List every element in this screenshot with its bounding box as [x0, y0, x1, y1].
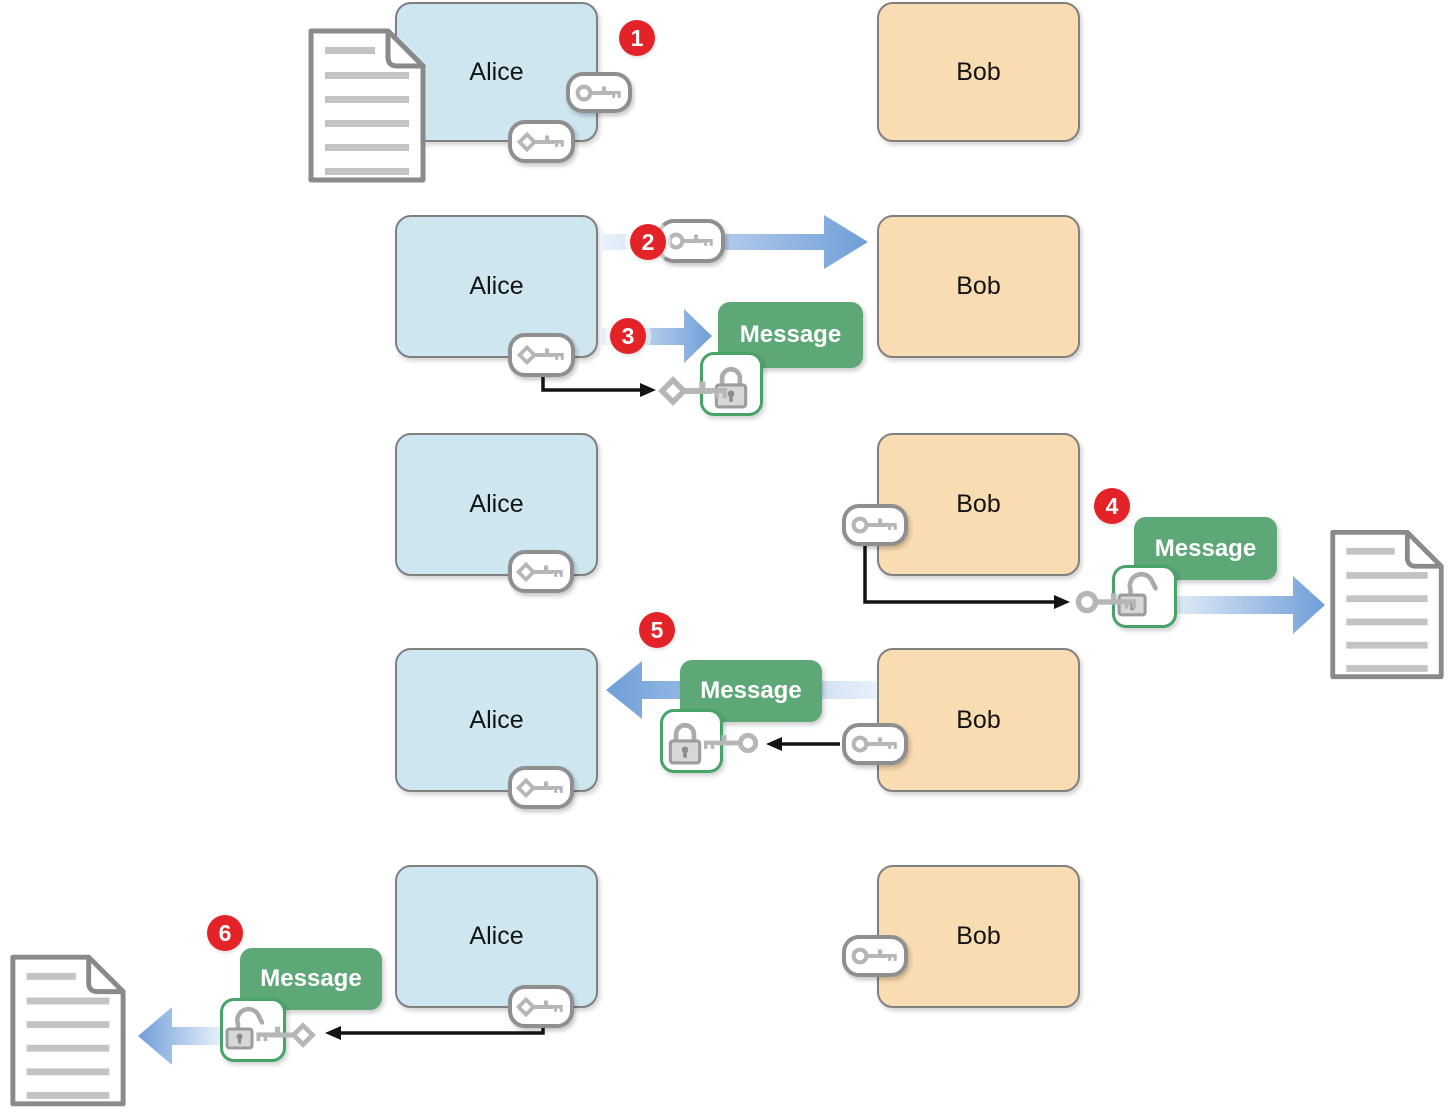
step-badge-6: 6 [207, 915, 243, 951]
document-icon [1325, 525, 1448, 685]
bob-box: Bob [877, 865, 1080, 1008]
public-key-icon [698, 725, 762, 761]
private-key-chip [508, 550, 574, 593]
decrypted-output-arrow-bob [1162, 576, 1325, 634]
public-key-icon [851, 941, 899, 971]
private-key-chip [508, 120, 575, 163]
step-badge-2: 2 [630, 224, 666, 260]
private-key-chip [508, 766, 574, 809]
message-label: Message [700, 677, 802, 704]
alice-label: Alice [469, 272, 524, 300]
public-key-chip [842, 723, 908, 765]
private-key-icon [517, 132, 566, 151]
public-key-chip [566, 72, 632, 113]
public-key-icon [575, 78, 623, 108]
bob-label: Bob [956, 922, 1001, 950]
bob-label: Bob [956, 272, 1001, 300]
public-key-icon [666, 226, 716, 256]
private-key-icon [252, 1016, 316, 1054]
public-key-icon [851, 729, 899, 759]
message-label: Message [739, 321, 842, 348]
private-key-icon [517, 345, 566, 365]
document-icon [303, 27, 430, 185]
step-badge-1: 1 [619, 20, 655, 56]
bob-box: Bob [877, 648, 1080, 792]
public-key-icon [851, 510, 899, 540]
bob-box: Bob [877, 433, 1080, 576]
private-key-chip [508, 985, 574, 1028]
private-key-chip [508, 333, 575, 377]
decrypted-output-arrow-alice [138, 1007, 222, 1065]
private-key-icon [516, 778, 565, 797]
alice-box: Alice [395, 865, 598, 1008]
bob-box: Bob [877, 2, 1080, 142]
message-box: Message [1134, 517, 1277, 580]
public-key-chip [657, 219, 725, 263]
private-key-icon [516, 562, 565, 581]
public-key-icon [1072, 582, 1142, 622]
alice-label: Alice [469, 57, 524, 86]
message-label: Message [1154, 534, 1257, 562]
bob-label: Bob [956, 490, 1001, 518]
alice-label: Alice [469, 922, 524, 950]
step-badge-3: 3 [610, 318, 646, 354]
public-key-chip [842, 504, 908, 546]
bob-public-key-encrypt-arrow [766, 737, 840, 751]
message-label: Message [260, 965, 362, 992]
bob-label: Bob [956, 57, 1001, 86]
alice-label: Alice [469, 705, 524, 734]
alice-private-key-decrypt-arrow [325, 1024, 545, 1040]
alice-private-key-encrypt-arrow [541, 377, 656, 397]
step-badge-5: 5 [639, 612, 675, 648]
private-key-icon [656, 369, 734, 413]
step-badge-4: 4 [1094, 488, 1130, 524]
document-icon [5, 952, 130, 1110]
bob-box: Bob [877, 215, 1080, 358]
bob-label: Bob [956, 705, 1001, 734]
alice-box: Alice [395, 2, 598, 142]
alice-label: Alice [469, 490, 524, 518]
private-key-icon [516, 997, 565, 1016]
public-key-chip [842, 935, 908, 977]
